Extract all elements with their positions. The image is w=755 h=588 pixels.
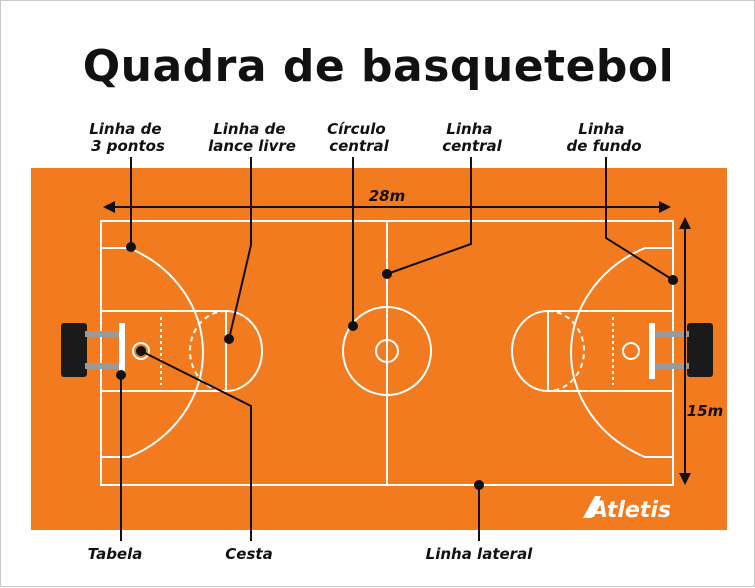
dot-basket	[136, 346, 146, 356]
label-center-circle: Círculo central	[327, 120, 391, 155]
length-dimension	[103, 201, 671, 213]
backboard-right-assembly	[649, 323, 713, 379]
dot-side-line	[474, 480, 484, 490]
pointers	[120, 157, 674, 541]
width-dimension	[679, 217, 691, 485]
free-throw-circle-right-dashed	[547, 310, 585, 392]
pointer-free-throw	[228, 157, 252, 340]
length-arrow-right	[659, 201, 671, 213]
brand-logo: Atletis	[583, 496, 671, 523]
court-floor	[31, 168, 727, 530]
center-circle-outer	[342, 306, 432, 396]
dot-three-point	[126, 242, 136, 252]
backboard-support-left	[61, 323, 87, 377]
pointer-center-line	[386, 157, 472, 275]
rim-left	[132, 342, 150, 360]
length-arrow-left	[103, 201, 115, 213]
key-right	[547, 310, 674, 392]
support-arm-left-lower	[85, 363, 121, 369]
width-arrow-bottom	[679, 473, 691, 485]
pointer-dots	[116, 242, 678, 490]
label-center-line: Linha central	[442, 120, 502, 155]
label-side-line: Linha lateral	[426, 545, 534, 563]
key-left	[100, 310, 227, 392]
dot-center-line	[382, 269, 392, 279]
dot-backboard	[116, 370, 126, 380]
backboard-right	[649, 323, 655, 379]
support-arm-left	[85, 331, 121, 337]
backboard-left	[119, 323, 125, 379]
page-title: Quadra de basquetebol	[82, 41, 675, 92]
backboard-support-right	[687, 323, 713, 377]
free-throw-circle-left-dashed	[189, 310, 227, 392]
support-arm-right-lower	[653, 363, 689, 369]
label-basket: Cesta	[225, 545, 272, 563]
dot-free-throw	[224, 334, 234, 344]
label-backboard: Tabela	[88, 545, 143, 563]
free-throw-circle-left-solid	[225, 310, 263, 392]
width-arrow-top	[679, 217, 691, 229]
pointer-end-line	[605, 157, 674, 281]
label-free-throw-line: Linha de lance livre	[208, 120, 296, 155]
label-three-point-line: Linha de 3 pontos	[89, 120, 167, 155]
brand-mark	[583, 496, 601, 518]
three-point-arc-left	[101, 247, 204, 458]
free-throw-circle-right-solid	[511, 310, 549, 392]
court-lines	[100, 220, 674, 486]
center-circle-inner	[375, 339, 399, 363]
length-label: 28m	[369, 187, 406, 205]
three-point-arc-right	[570, 247, 673, 458]
brand-name: Atletis	[589, 498, 671, 523]
support-arm-right	[653, 331, 689, 337]
dot-center-circle	[348, 321, 358, 331]
dot-end-line	[668, 275, 678, 285]
backboard-left-assembly	[61, 323, 125, 379]
rim-right	[622, 342, 640, 360]
width-label: 15m	[687, 402, 724, 420]
pointer-basket	[140, 350, 252, 541]
label-end-line: Linha de fundo	[566, 120, 641, 155]
